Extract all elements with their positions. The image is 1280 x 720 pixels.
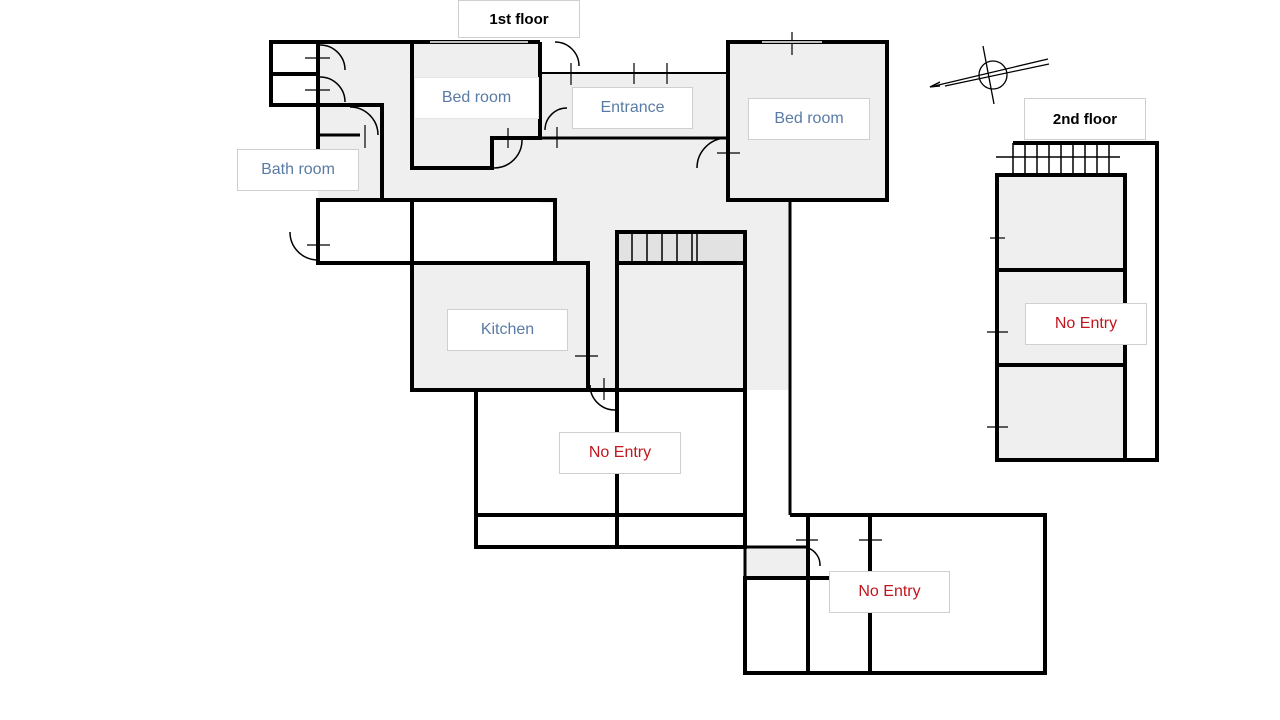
kitchen-label: Kitchen (447, 309, 568, 351)
first-floor-label: 1st floor (458, 0, 580, 38)
no-entry-label: No Entry (829, 571, 950, 613)
second-floor-label: 2nd floor (1024, 98, 1146, 140)
bedroom-2-label: Bed room (748, 98, 870, 140)
floor-fills (318, 42, 1125, 578)
bathroom-label: Bath room (237, 149, 359, 191)
bedroom-1-label: Bed room (414, 77, 539, 119)
stairs-icon (631, 143, 1120, 263)
compass-north-arrow-icon (929, 45, 1050, 105)
no-entry-label: No Entry (559, 432, 681, 474)
door-swing-icon (289, 41, 821, 567)
window-markers (305, 32, 1008, 541)
entrance-label: Entrance (572, 87, 693, 129)
no-entry-label: No Entry (1025, 303, 1147, 345)
